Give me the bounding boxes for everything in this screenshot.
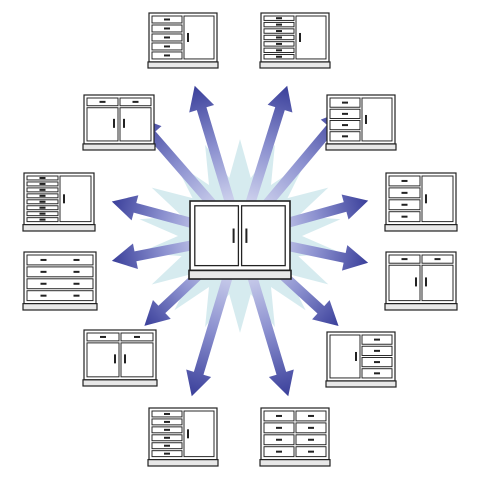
- cabinet-variant-7: [82, 94, 156, 151]
- cabinet-variant-8: [259, 407, 331, 467]
- cabinet-variant-4: [325, 331, 397, 388]
- center-cabinet-two-doors: [188, 200, 292, 280]
- arrow-3: [245, 109, 347, 229]
- cabinet-variant-11: [384, 251, 458, 311]
- arrow-8: [186, 247, 241, 397]
- cabinets: [22, 12, 458, 467]
- cabinet-variant-9: [22, 251, 98, 311]
- cabinet-variant-5: [82, 329, 158, 387]
- arrow-7: [239, 247, 294, 397]
- arrow-2: [239, 85, 293, 225]
- arrow-1: [189, 85, 241, 225]
- cabinet-variant-1: [147, 12, 219, 69]
- cabinet-variant-12: [384, 172, 458, 232]
- cabinet-variant-6: [22, 172, 96, 232]
- cabinet-variant-2: [259, 12, 331, 69]
- cabinet-variant-10: [147, 407, 219, 467]
- cabinet-variant-3: [325, 94, 397, 151]
